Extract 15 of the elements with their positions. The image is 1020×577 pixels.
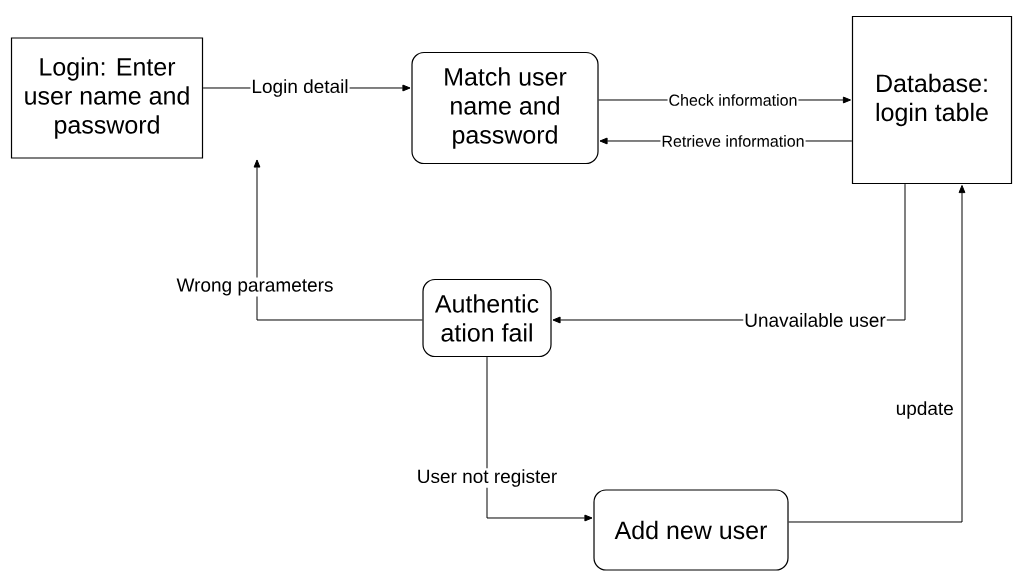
rounded-box: Match user name and password [411, 51, 599, 165]
process-box: Login: Enter user name and password [10, 37, 204, 159]
process-box: Database: login table [851, 15, 1013, 185]
arrow [788, 184, 966, 523]
edge-label: Wrong parameters [175, 277, 335, 297]
edge-label: User not register [415, 468, 559, 488]
rounded-box: Authentic ation fail [422, 278, 552, 358]
edge-label: Unavailable user [743, 312, 887, 328]
arrow [253, 159, 423, 321]
rounded-box: Add new user [593, 489, 789, 571]
edge-label: Login detail [250, 78, 350, 98]
edge-label: update [894, 400, 955, 420]
arrow [486, 356, 593, 522]
edge-label: Retrieve information [660, 134, 806, 148]
edge-label: Check information [667, 93, 799, 107]
